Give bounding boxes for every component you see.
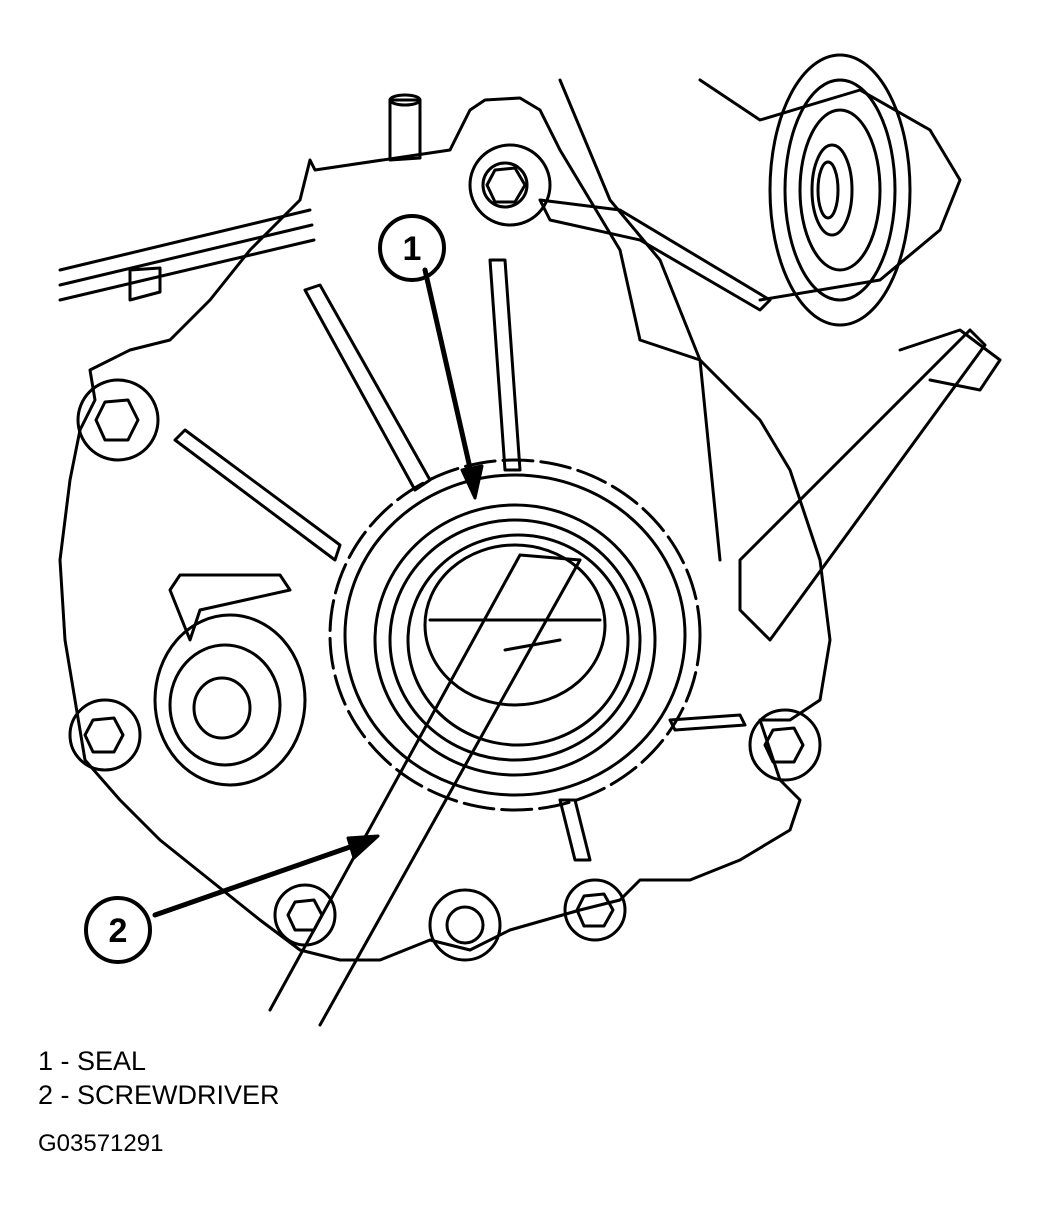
callout-1-number: 1 xyxy=(403,230,422,268)
bolt-bottom-middle xyxy=(428,888,502,962)
seal-removal-illustration: 1 2 xyxy=(58,53,1002,1027)
bolt-bottom-left xyxy=(273,883,337,947)
leader-arrow-2 xyxy=(152,837,373,918)
dipstick-tube xyxy=(388,98,422,162)
oil-pan-rail xyxy=(58,208,316,302)
bolt-upper xyxy=(468,143,552,227)
legend: 1 - SEAL 2 - SCREWDRIVER xyxy=(38,1044,280,1112)
bolt-left-lower xyxy=(68,698,142,772)
left-boss xyxy=(153,613,307,787)
pulley-upper-right xyxy=(768,53,912,327)
seal-assembly xyxy=(328,458,702,812)
right-bracket xyxy=(738,328,987,642)
leader-arrow-1 xyxy=(422,267,478,493)
callout-2 xyxy=(84,896,152,964)
figure-id: G03571291 xyxy=(38,1130,164,1157)
cover-ribs xyxy=(173,258,747,862)
bolt-left-upper xyxy=(76,378,160,462)
bolt-bottom-right xyxy=(563,878,627,942)
housing-right-edge xyxy=(698,78,962,302)
legend-item-seal: 1 - SEAL xyxy=(38,1046,147,1076)
callout-1 xyxy=(378,214,446,282)
bolt-right xyxy=(748,708,822,782)
engine-cover-outline xyxy=(58,96,832,962)
legend-item-screwdriver: 2 - SCREWDRIVER xyxy=(38,1080,280,1110)
callout-2-number: 2 xyxy=(109,912,128,950)
cover-opening xyxy=(168,573,292,642)
